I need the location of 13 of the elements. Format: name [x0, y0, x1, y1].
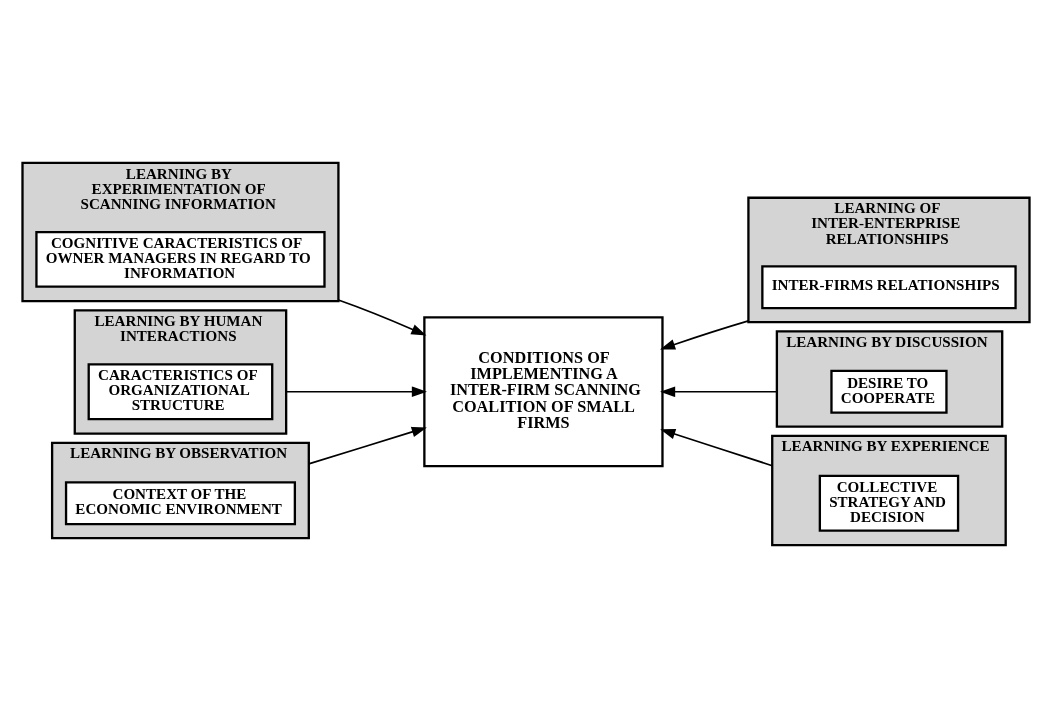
- arrow: [307, 426, 427, 465]
- node-box: INTER-FIRMS RELATIONSHIPS: [761, 265, 1017, 310]
- node-box: CONDITIONS OF IMPLEMENTING A INTER-FIRM SCANNING COALITION OF SMALL FIRMS: [423, 316, 664, 468]
- arrow: [285, 386, 427, 398]
- node-box: CONTEXT OF THE ECONOMIC ENVIRONMENT: [64, 481, 297, 526]
- node-box: CARACTERISTICS OF ORGANIZATIONAL STRUCTURE: [87, 363, 274, 421]
- arrow: [660, 320, 750, 350]
- arrow: [337, 299, 427, 336]
- arrow: [660, 428, 774, 467]
- node-box: DESIRE TO COOPERATE: [830, 369, 948, 414]
- node-box: COGNITIVE CARACTERISTICS OF OWNER MANAGERS IN REGARD TO INFORMATION: [35, 230, 326, 288]
- arrow: [660, 386, 778, 398]
- node-box: COLLECTIVE STRATEGY AND DECISION: [818, 474, 960, 532]
